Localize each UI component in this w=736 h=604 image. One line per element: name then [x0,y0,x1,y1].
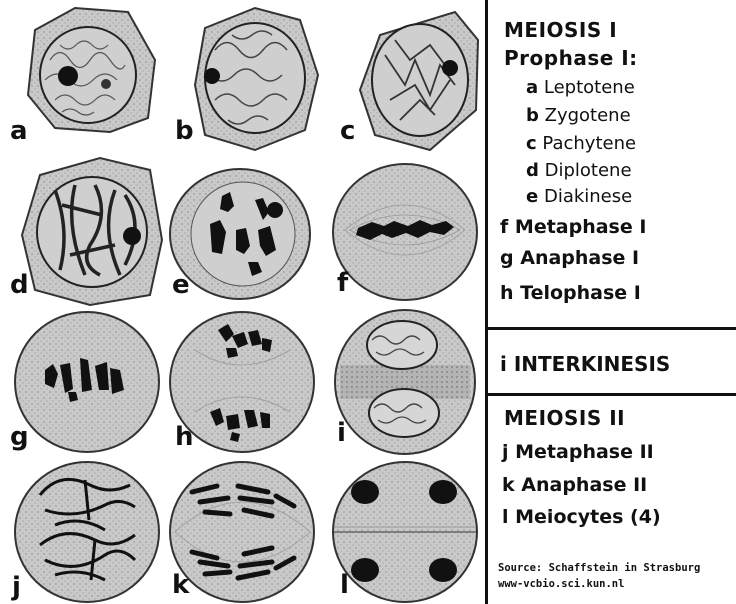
cell-f-metaphase-I [333,164,477,300]
meiosis-cell-drawings: a b c d e f g h i j k l [0,0,485,604]
legend-letter: j [502,441,509,463]
legend-name: Anaphase I [520,247,639,269]
cell-d-diplotene [22,158,162,305]
legend-item-anaphase-I: g Anaphase I [500,247,639,269]
source-url: www-vcbio.sci.kun.nl [498,578,624,590]
cell-label-b: b [175,118,194,144]
cell-label-l: l [340,572,349,598]
source-credit: Source: Schaffstein in Strasburg [498,562,700,574]
cell-i-interkinesis [335,310,475,454]
legend-letter: g [500,247,514,269]
legend-name: Diplotene [545,160,632,181]
cell-j-metaphase-II [15,462,159,602]
legend-name: Metaphase I [515,216,647,238]
legend-letter: c [526,133,537,154]
legend-name: Pachytene [542,133,636,154]
legend-item-pachytene: c Pachytene [526,133,636,154]
legend-name: Leptotene [544,77,635,98]
cell-drawings-svg [0,0,485,604]
cell-label-d: d [10,272,29,298]
meiosis-II-heading: MEIOSIS II [504,406,625,430]
legend-letter: b [526,105,539,126]
cell-label-j: j [12,574,21,600]
cell-c-pachytene [360,12,478,150]
cell-k-anaphase-II [170,462,314,602]
legend-letter: d [526,160,539,181]
cell-label-h: h [175,424,194,450]
legend-name: Telophase I [520,282,641,304]
legend-item-zygotene: b Zygotene [526,105,631,126]
legend-item-diplotene: d Diplotene [526,160,632,181]
cell-label-c: c [340,118,355,144]
cell-b-zygotene [195,8,318,150]
legend-letter: a [526,77,538,98]
cell-label-i: i [337,420,346,446]
legend-letter: e [526,186,538,207]
legend-item-leptotene: a Leptotene [526,77,635,98]
cell-label-f: f [337,270,348,296]
legend-letter: l [502,506,509,528]
legend-name: Anaphase II [521,474,647,496]
legend-letter: h [500,282,514,304]
legend-item-anaphase-II: k Anaphase II [502,474,647,496]
cell-label-a: a [10,118,28,144]
legend-item-metaphase-I: f Metaphase I [500,216,646,238]
legend-item-diakinese: e Diakinese [526,186,632,207]
legend-letter: f [500,216,508,238]
legend-item-metaphase-II: j Metaphase II [502,441,654,463]
legend-name: Diakinese [544,186,632,207]
cell-label-g: g [10,424,29,450]
legend-name: Zygotene [545,105,631,126]
legend-letter: i [500,352,507,376]
meiosis-I-heading: MEIOSIS I [504,18,617,42]
cell-e-diakinese [170,169,310,299]
cell-a-leptotene [28,8,155,132]
cell-label-k: k [172,572,189,598]
cell-l-meiocytes [333,462,477,602]
prophase-I-heading: Prophase I: [504,46,638,70]
legend-item-meiocytes: l Meiocytes (4) [502,506,661,528]
legend-panel: MEIOSIS I Prophase I: a Leptotene b Zygo… [488,0,736,604]
cell-label-e: e [172,272,190,298]
legend-name: INTERKINESIS [514,352,670,376]
legend-letter: k [502,474,515,496]
legend-item-telophase-I: h Telophase I [500,282,641,304]
legend-name: Metaphase II [515,441,654,463]
legend-name: Meiocytes (4) [515,506,661,528]
cell-g-anaphase-I [15,312,159,452]
legend-item-interkinesis: i INTERKINESIS [500,352,670,376]
